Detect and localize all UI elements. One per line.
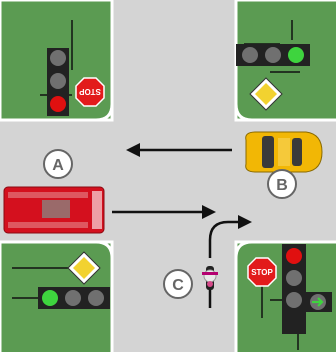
arrow-right	[112, 205, 216, 219]
stop-sign-bottom: STOP	[247, 257, 277, 318]
label-c: C	[172, 277, 184, 294]
label-b: B	[276, 177, 288, 194]
traffic-light-bottom-left	[12, 287, 110, 309]
bus-a	[3, 186, 105, 234]
light-bottom-right-1	[286, 248, 302, 264]
label-a-badge: A	[43, 149, 73, 179]
light-top-right-3	[288, 47, 304, 63]
light-bottom-left-1	[42, 290, 58, 306]
curb-top-right	[234, 0, 336, 122]
car-b	[245, 131, 323, 173]
stop-sign-top: STOP	[75, 77, 105, 107]
light-top-left-2	[50, 73, 66, 89]
traffic-light-top-right	[236, 20, 310, 73]
green-arrow-right-icon	[312, 297, 324, 307]
traffic-light-top-left	[40, 20, 73, 116]
light-top-left-3	[50, 96, 66, 112]
label-c-badge: C	[163, 269, 193, 299]
light-top-right-1	[242, 47, 258, 63]
light-bottom-left-3	[88, 290, 104, 306]
label-a: A	[52, 157, 64, 174]
cyclist-c	[202, 266, 218, 290]
stop-sign-top-text: STOP	[79, 87, 101, 96]
curb-bottom-left	[0, 240, 114, 352]
traffic-light-bottom-right	[270, 244, 332, 350]
light-bottom-right-3	[286, 292, 302, 308]
priority-sign-bottom-left	[12, 251, 101, 285]
label-b-badge: B	[267, 169, 297, 199]
arrow-left	[126, 143, 232, 157]
curb-bottom-right	[234, 240, 336, 352]
light-bottom-left-2	[65, 290, 81, 306]
light-bottom-right-2	[286, 270, 302, 286]
light-top-left-1	[50, 50, 66, 66]
curb-top-left	[0, 0, 114, 122]
stop-sign-bottom-text: STOP	[251, 268, 273, 277]
light-top-right-2	[265, 47, 281, 63]
priority-sign-top-right	[249, 77, 283, 111]
